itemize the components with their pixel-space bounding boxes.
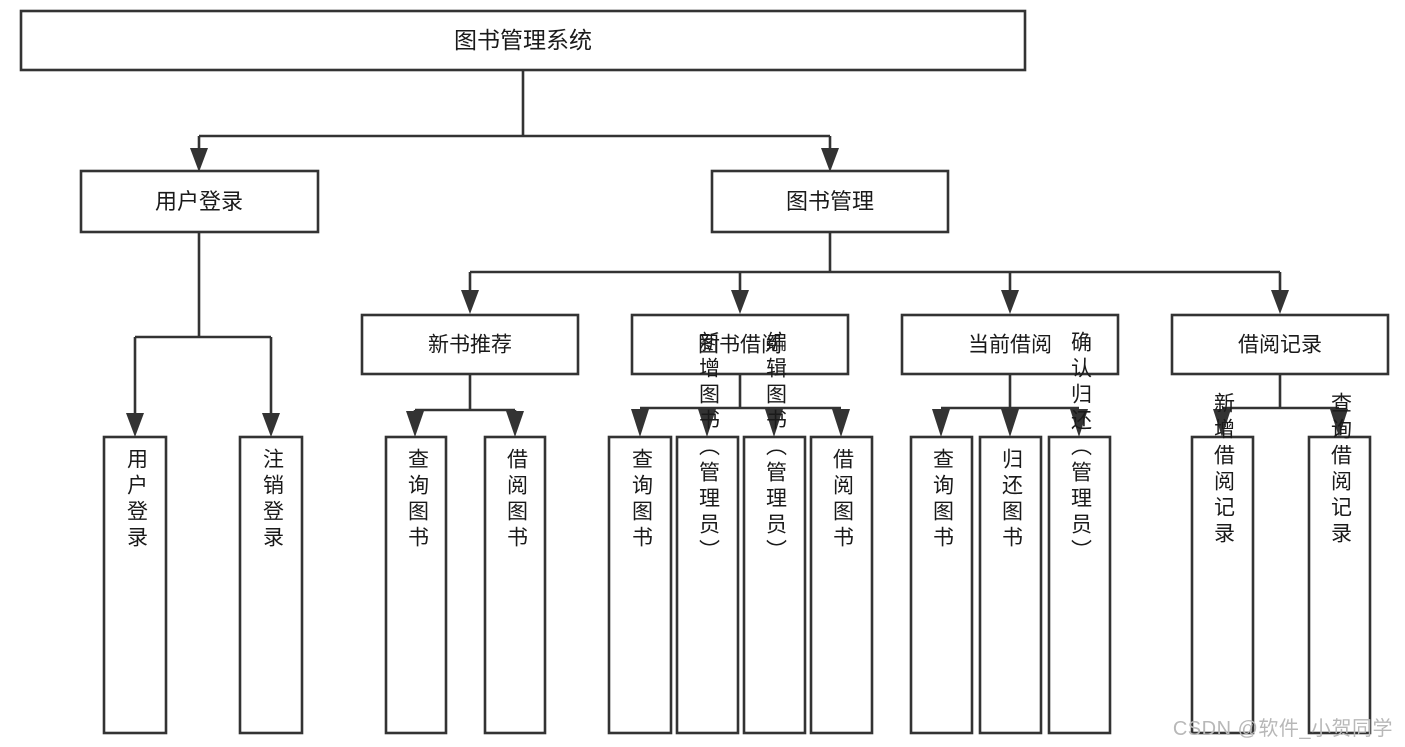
arrow-ul-to-leaf2 <box>262 413 280 437</box>
node-leaf-return-book-box[interactable] <box>978 435 1043 735</box>
node-leaf-borrow-book-1-box[interactable] <box>483 435 547 735</box>
arrow-bb-to-leaf2 <box>698 409 716 437</box>
connector-group-book-borrow <box>631 374 850 437</box>
node-user-login-box[interactable] <box>79 169 320 234</box>
node-current-borrow[interactable]: 当前借阅 <box>900 313 1120 376</box>
node-leaf-borrow-book-2[interactable]: 借阅图书 <box>809 435 874 735</box>
arrow-nbr-to-leaf1 <box>406 411 424 437</box>
connector-group-user-login <box>126 232 280 437</box>
arrow-ul-to-leaf1 <box>126 413 144 437</box>
node-leaf-borrow-book-1-label: 借阅图书 <box>504 448 528 552</box>
node-leaf-user-login-box[interactable] <box>102 435 168 735</box>
node-book-manage-label: 图书管理 <box>786 189 874 214</box>
node-root-label: 图书管理系统 <box>454 27 592 53</box>
connector-group-current-borrow <box>932 374 1088 437</box>
arrow-bm-to-borrow-record <box>1271 290 1289 314</box>
node-leaf-return-book[interactable]: 归还图书 <box>978 435 1043 735</box>
node-leaf-query-book-1-label: 查询图书 <box>405 448 429 552</box>
node-root[interactable]: 图书管理系统 <box>19 9 1027 72</box>
node-book-manage[interactable]: 图书管理 <box>710 169 950 234</box>
node-book-borrow-label: 图书借阅 <box>698 334 782 357</box>
arrow-br-to-leaf2 <box>1330 409 1348 437</box>
connector-group-root <box>190 70 839 172</box>
node-leaf-add-record-box[interactable] <box>1190 435 1255 735</box>
node-leaf-query-record-box[interactable] <box>1307 435 1372 735</box>
arrow-cb-to-leaf2 <box>1001 409 1019 437</box>
node-leaf-query-book-3-box[interactable] <box>909 435 974 735</box>
node-leaf-add-record[interactable]: 新增借阅记录 <box>1190 392 1255 735</box>
arrow-bb-to-leaf3 <box>765 409 783 437</box>
node-leaf-edit-book[interactable]: 编辑图书（管理员） <box>742 331 807 735</box>
node-leaf-user-login-label: 用户登录 <box>124 448 148 552</box>
node-leaf-query-record-label: 查询借阅记录 <box>1328 392 1352 548</box>
node-leaf-user-logout-label: 注销登录 <box>260 448 284 552</box>
node-leaf-query-book-2-label: 查询图书 <box>629 448 653 552</box>
arrow-bm-to-current-borrow <box>1001 290 1019 314</box>
node-leaf-query-record[interactable]: 查询借阅记录 <box>1307 392 1372 735</box>
node-user-login[interactable]: 用户登录 <box>79 169 320 234</box>
node-leaf-confirm-return[interactable]: 确认归还（管理员） <box>1047 331 1112 735</box>
node-leaf-query-book-2[interactable]: 查询图书 <box>607 435 673 735</box>
node-user-login-label: 用户登录 <box>155 189 243 214</box>
arrow-bm-to-new-book-rec <box>461 290 479 314</box>
node-root-box[interactable] <box>19 9 1027 72</box>
node-leaf-query-book-1-box[interactable] <box>384 435 448 735</box>
node-leaf-add-book-box[interactable] <box>675 435 740 735</box>
node-leaf-confirm-return-label: 确认归还（管理员） <box>1068 331 1092 565</box>
arrow-root-to-user-login <box>190 148 208 172</box>
node-new-book-rec[interactable]: 新书推荐 <box>360 313 580 376</box>
node-borrow-record[interactable]: 借阅记录 <box>1170 313 1390 376</box>
node-new-book-rec-box[interactable] <box>360 313 580 376</box>
node-leaf-query-book-3[interactable]: 查询图书 <box>909 435 974 735</box>
node-new-book-rec-label: 新书推荐 <box>428 334 512 357</box>
node-book-manage-box[interactable] <box>710 169 950 234</box>
node-leaf-borrow-book-2-label: 借阅图书 <box>830 448 854 552</box>
arrow-br-to-leaf1 <box>1213 409 1231 437</box>
connector-group-book-manage <box>461 232 1289 314</box>
node-leaf-borrow-book-1[interactable]: 借阅图书 <box>483 435 547 735</box>
connector-group-new-book-rec <box>406 374 524 437</box>
node-leaf-query-book-1[interactable]: 查询图书 <box>384 435 448 735</box>
node-leaf-user-login[interactable]: 用户登录 <box>102 435 168 735</box>
arrow-cb-to-leaf1 <box>932 409 950 437</box>
node-leaf-return-book-label: 归还图书 <box>999 448 1023 552</box>
node-leaf-query-book-3-label: 查询图书 <box>930 448 954 552</box>
arrow-bb-to-leaf1 <box>631 409 649 437</box>
node-book-borrow[interactable]: 图书借阅 <box>630 313 850 376</box>
node-current-borrow-box[interactable] <box>900 313 1120 376</box>
node-current-borrow-label: 当前借阅 <box>968 334 1052 357</box>
node-leaf-edit-book-label: 编辑图书（管理员） <box>763 331 787 565</box>
arrow-bm-to-book-borrow <box>731 290 749 314</box>
node-leaf-user-logout-box[interactable] <box>238 435 304 735</box>
node-leaf-edit-book-box[interactable] <box>742 435 807 735</box>
node-borrow-record-label: 借阅记录 <box>1238 334 1322 357</box>
node-book-borrow-box[interactable] <box>630 313 850 376</box>
node-borrow-record-box[interactable] <box>1170 313 1390 376</box>
arrow-bb-to-leaf4 <box>832 409 850 437</box>
node-leaf-add-book-label: 新增图书（管理员） <box>696 331 720 565</box>
connector-group-borrow-record <box>1213 374 1348 437</box>
node-leaf-confirm-return-box[interactable] <box>1047 435 1112 735</box>
arrow-root-to-book-manage <box>821 148 839 172</box>
arrow-nbr-to-leaf2 <box>506 411 524 437</box>
node-leaf-add-record-label: 新增借阅记录 <box>1211 392 1235 548</box>
arrow-cb-to-leaf3 <box>1070 409 1088 437</box>
node-leaf-borrow-book-2-box[interactable] <box>809 435 874 735</box>
node-leaf-query-book-2-box[interactable] <box>607 435 673 735</box>
node-leaf-add-book[interactable]: 新增图书（管理员） <box>675 331 740 735</box>
node-leaf-user-logout[interactable]: 注销登录 <box>238 435 304 735</box>
